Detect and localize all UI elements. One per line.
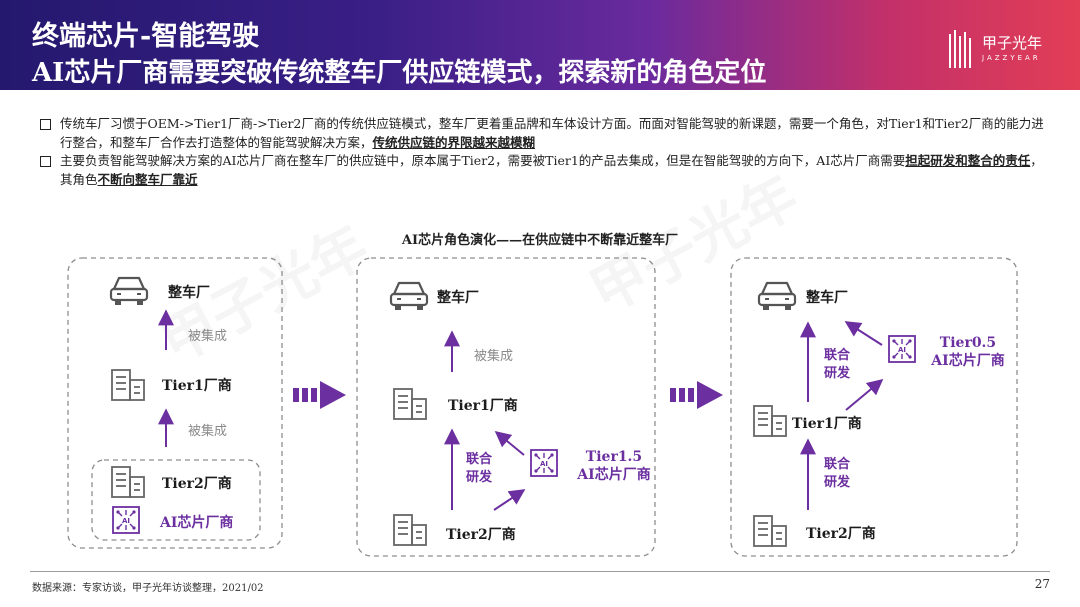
- car-icon: [389, 281, 429, 312]
- transition-arrow-2-icon: [670, 381, 723, 409]
- panel-1-tier2-label: Tier2厂商: [162, 476, 232, 492]
- bullet-2-emphasis-1: 担起研发和整合的责任: [905, 153, 1031, 168]
- ai-chip-icon: [888, 335, 916, 363]
- panel-1-integrated-label-1: 被集成: [188, 329, 228, 344]
- panel-2-oem-label: 整车厂: [437, 290, 479, 306]
- panel-2-tier2-label: Tier2厂商: [446, 527, 516, 543]
- panel-3-tier1-label: Tier1厂商: [792, 416, 862, 432]
- brand-logo: 甲子光年 JAZZYEAR: [948, 30, 1058, 74]
- panel-1-ai-label: AI芯片厂商: [160, 515, 234, 531]
- building-icon: [393, 388, 427, 420]
- building-icon: [753, 515, 787, 547]
- page-title: 终端芯片-智能驾驶: [32, 21, 260, 52]
- panel-3-joint-label-2: 联合研发: [824, 457, 851, 490]
- car-icon: [109, 276, 149, 307]
- panel-3-box: [730, 257, 1018, 557]
- transition-arrow-1-icon: [293, 381, 346, 409]
- panel-3-oem-label: 整车厂: [806, 290, 848, 306]
- ai-chip-icon: [112, 506, 140, 534]
- panel-3-tier2-label: Tier2厂商: [806, 526, 876, 542]
- page-subtitle: AI芯片厂商需要突破传统整车厂供应链模式，探索新的角色定位: [32, 58, 767, 88]
- building-icon: [111, 466, 145, 498]
- panel-3-role-tier: Tier0.5: [939, 335, 997, 351]
- panel-1-inner-box: [91, 459, 261, 541]
- bullet-2-text: 主要负责智能驾驶解决方案的AI芯片厂商在整车厂的供应链中，原本属于Tier2，需…: [60, 153, 906, 168]
- panel-1-integrated-label-2: 被集成: [188, 424, 228, 439]
- bullet-2-text-b: ，其角色: [60, 153, 1043, 187]
- logo-subtext: JAZZYEAR: [982, 54, 1041, 62]
- diagram-title: AI芯片角色演化——在供应链中不断靠近整车厂: [401, 233, 679, 248]
- panel-2-tier1-label: Tier1厂商: [448, 398, 518, 414]
- panel-3-joint-label-1: 联合研发: [824, 348, 851, 381]
- bullet-1-text: 传统车厂习惯于OEM->Tier1厂商->Tier2厂商的传统供应链模式，整车厂…: [60, 116, 1044, 150]
- bullet-square-icon: [40, 156, 51, 167]
- building-icon: [111, 369, 145, 401]
- bullet-1-emphasis: 传统供应链的界限越来越模糊: [372, 135, 536, 150]
- panel-2-box: [356, 257, 656, 557]
- page-number: 27: [1034, 577, 1050, 591]
- panel-2-integrated-label: 被集成: [474, 349, 514, 364]
- header-banner: 终端芯片-智能驾驶 AI芯片厂商需要突破传统整车厂供应链模式，探索新的角色定位 …: [0, 0, 1080, 90]
- panel-1-oem-label: 整车厂: [168, 285, 210, 301]
- footer-divider: [30, 571, 1050, 572]
- panel-2-role-tier: Tier1.5: [585, 449, 643, 465]
- bullet-1: 传统车厂习惯于OEM->Tier1厂商->Tier2厂商的传统供应链模式，整车厂…: [40, 114, 1045, 152]
- building-icon: [393, 514, 427, 546]
- panel-3-role-name: AI芯片厂商: [931, 353, 1005, 369]
- building-icon: [753, 405, 787, 437]
- bullet-2: 主要负责智能驾驶解决方案的AI芯片厂商在整车厂的供应链中，原本属于Tier2，需…: [40, 151, 1045, 189]
- logo-text: 甲子光年: [982, 34, 1043, 52]
- source-note: 数据来源：专家访谈，甲子光年访谈整理，2021/02: [32, 583, 264, 594]
- ai-chip-icon: [530, 449, 558, 477]
- panel-2-role-name: AI芯片厂商: [577, 467, 651, 483]
- bullet-square-icon: [40, 119, 51, 130]
- car-icon: [757, 281, 797, 312]
- panel-2-joint-label: 联合研发: [466, 452, 493, 485]
- bullet-2-emphasis-2: 不断向整车厂靠近: [97, 172, 198, 187]
- logo-bars-icon: [949, 30, 971, 68]
- panel-1-box: [67, 257, 283, 549]
- panel-1-tier1-label: Tier1厂商: [162, 378, 232, 394]
